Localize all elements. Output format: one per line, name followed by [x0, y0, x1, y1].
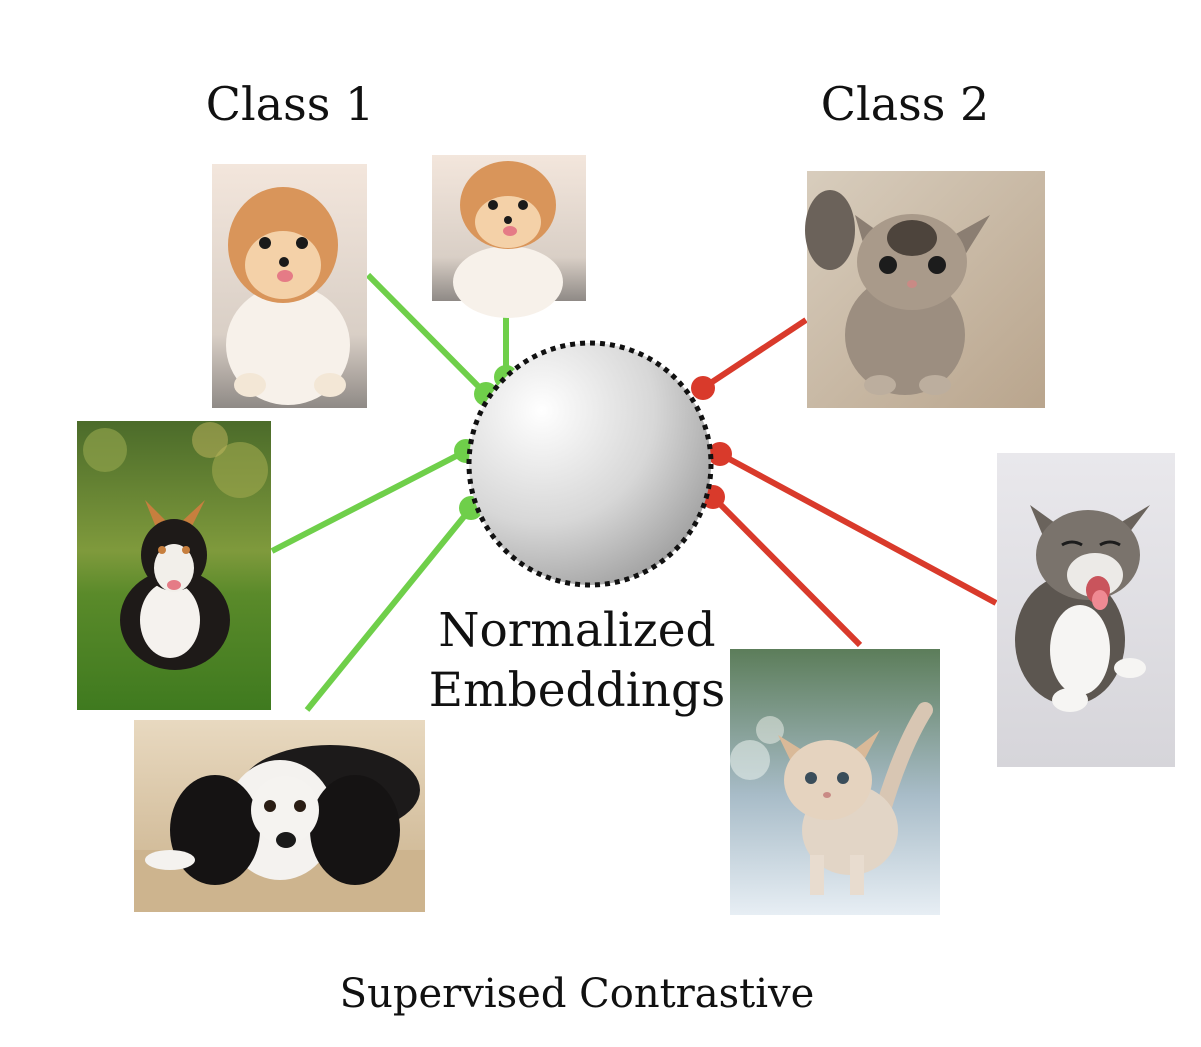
pomeranian-dog-image [212, 164, 367, 408]
pomeranian-dog-augmented-image [432, 155, 586, 318]
corgi-dog-image [77, 421, 271, 710]
embeddings-label: Embeddings [429, 663, 725, 718]
tabby-kitten-image [805, 171, 1045, 408]
cream-kitten-image [730, 649, 940, 915]
class-1-label: Class 1 [206, 77, 374, 131]
caption: Supervised Contrastive [340, 971, 815, 1017]
yawning-kitten-image [997, 453, 1175, 767]
normalized-label: Normalized [438, 603, 715, 658]
cavalier-spaniel-dog-image [134, 720, 425, 912]
class-2-label: Class 2 [821, 77, 989, 131]
embedding-sphere [466, 340, 714, 588]
